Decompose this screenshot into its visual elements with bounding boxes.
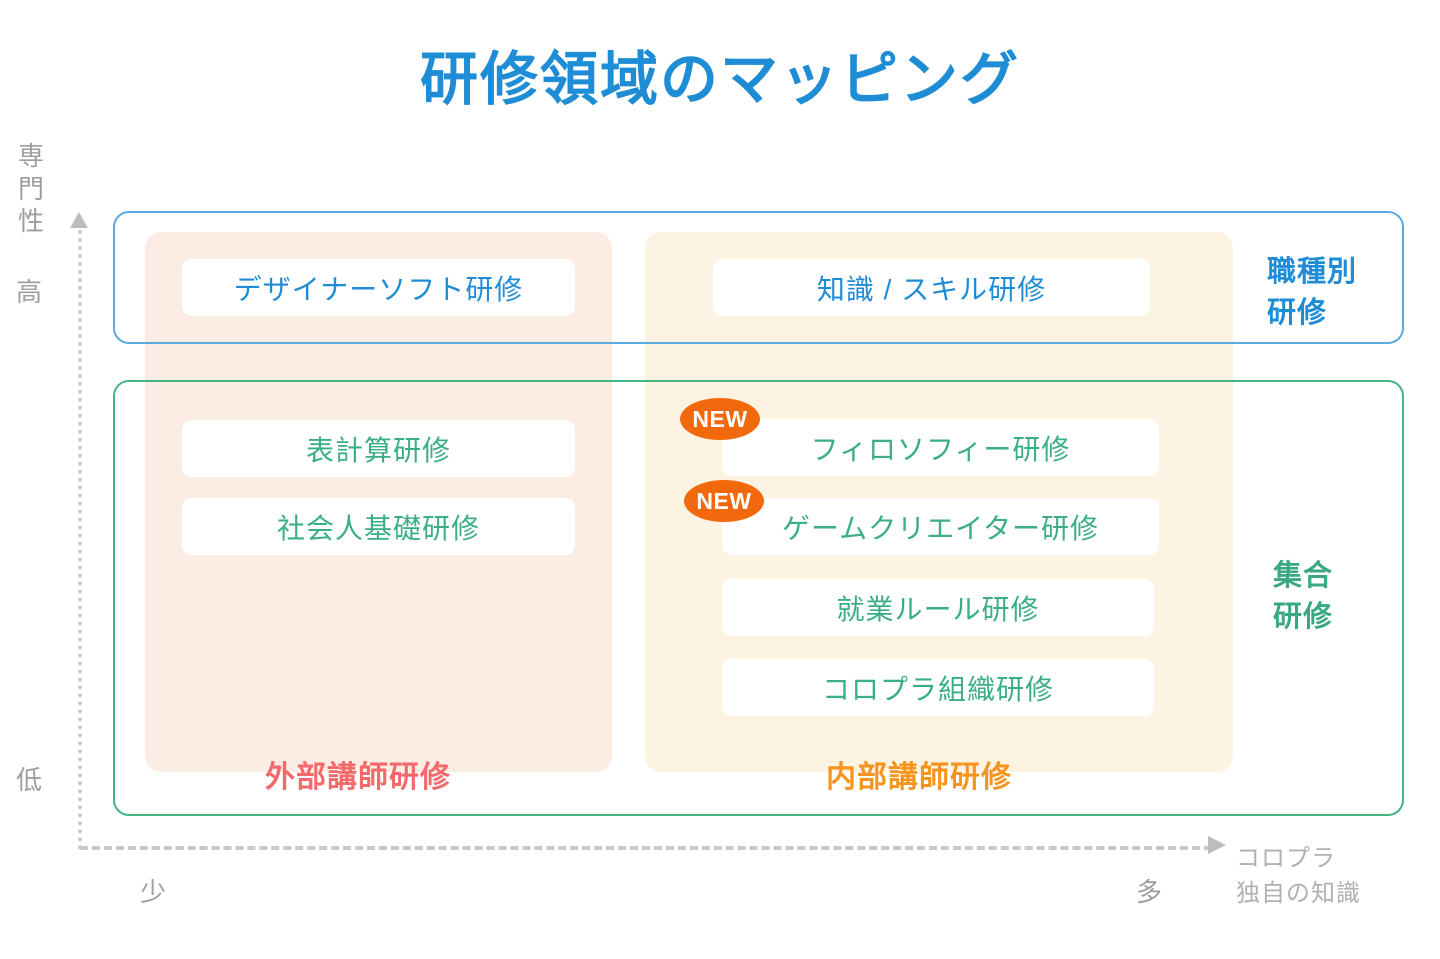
x-axis-tick-few: 少 xyxy=(140,877,167,907)
row-label-by-job-type: 職種別 研修 xyxy=(1267,252,1357,333)
row-label-by-job-type-line1: 職種別 xyxy=(1267,256,1358,288)
y-axis-line xyxy=(78,230,82,850)
item-business-basics-training[interactable]: 社会人基礎研修 xyxy=(182,498,575,555)
x-axis-arrow-icon xyxy=(1208,836,1226,854)
y-axis-tick-high: 高 xyxy=(16,277,43,307)
item-work-rules-training[interactable]: 就業ルール研修 xyxy=(722,579,1154,636)
row-label-group-line1: 集合 xyxy=(1273,560,1334,592)
row-label-group: 集合 研修 xyxy=(1273,556,1333,637)
row-label-by-job-type-line2: 研修 xyxy=(1267,296,1328,329)
column-label-internal: 内部講師研修 xyxy=(826,761,1012,794)
x-axis-caption-line2: 独自の知識 xyxy=(1236,879,1361,907)
page-title: 研修領域のマッピング xyxy=(419,47,1020,112)
quadrant-group-training xyxy=(113,380,1404,816)
row-label-group-line2: 研修 xyxy=(1273,600,1334,633)
x-axis-tick-many: 多 xyxy=(1136,877,1163,907)
x-axis-caption-line1: コロプラ xyxy=(1236,845,1336,872)
item-game-creator-training[interactable]: ゲームクリエイター研修 xyxy=(722,498,1159,555)
column-label-external: 外部講師研修 xyxy=(265,761,451,794)
new-badge-icon: NEW xyxy=(680,398,760,440)
x-axis-caption: コロプラ 独自の知識 xyxy=(1236,842,1406,912)
quadrant-by-job-type xyxy=(113,211,1404,344)
item-spreadsheet-training[interactable]: 表計算研修 xyxy=(182,420,575,477)
item-knowledge-skill-training[interactable]: 知識 / スキル研修 xyxy=(713,259,1150,316)
x-axis-line xyxy=(80,846,1212,850)
y-axis-label: 専門性 xyxy=(17,141,44,236)
item-philosophy-training[interactable]: フィロソフィー研修 xyxy=(722,419,1159,476)
new-badge-icon: NEW xyxy=(684,480,764,522)
item-colopl-organization-training[interactable]: コロプラ組織研修 xyxy=(722,659,1154,716)
item-designer-software-training[interactable]: デザイナーソフト研修 xyxy=(182,259,575,316)
y-axis-tick-low: 低 xyxy=(16,765,43,795)
y-axis-arrow-icon xyxy=(70,212,88,228)
